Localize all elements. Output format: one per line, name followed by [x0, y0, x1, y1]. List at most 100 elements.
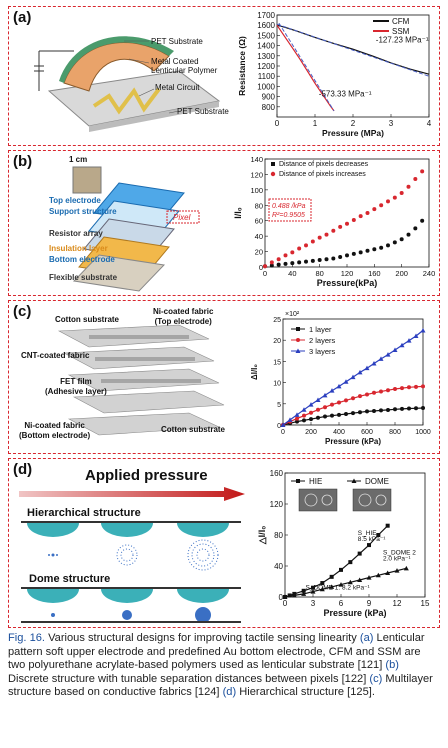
y-tick-label: 25: [273, 317, 281, 324]
illus-label: Ni-coated fabric (Top electrode): [153, 307, 214, 326]
y-axis-label: ΔI/I₀: [250, 364, 259, 380]
data-point: [297, 260, 302, 265]
data-point: [337, 412, 341, 417]
x-tick-label: 3: [311, 599, 316, 608]
data-point: [372, 409, 376, 414]
data-point: [344, 398, 348, 403]
data-point: [294, 412, 300, 417]
x-tick-label: 200: [395, 269, 408, 278]
applied-pressure-title: Applied pressure: [85, 467, 208, 484]
data-point: [392, 195, 397, 200]
data-point: [304, 259, 308, 264]
data-point: [406, 232, 411, 237]
data-point: [365, 211, 370, 215]
data-point: [295, 419, 299, 424]
caption-panel-c: (c): [369, 672, 383, 685]
panel-d-label: (d): [13, 461, 33, 478]
sensitivity-annotation: 8.5 kPa⁻¹: [358, 536, 386, 543]
inset-dome: [358, 493, 372, 507]
y-tick-label: 120: [270, 500, 284, 509]
data-point: [400, 386, 404, 391]
x-tick-label: 240: [423, 269, 436, 278]
panel-b-label: (b): [13, 153, 33, 170]
y-tick-label: 1000: [257, 82, 275, 91]
data-point: [348, 560, 353, 565]
data-point: [269, 260, 274, 265]
data-point: [301, 591, 307, 596]
legend-marker: [351, 478, 357, 483]
data-point: [371, 361, 377, 366]
data-point: [406, 184, 411, 189]
y-tick-label: 1300: [257, 52, 275, 61]
data-point: [358, 214, 363, 219]
data-point: [301, 407, 307, 412]
data-point: [407, 385, 411, 390]
data-point: [301, 588, 306, 593]
x-axis-label: Pressure(kPa): [317, 278, 378, 288]
data-point: [315, 397, 321, 402]
data-point: [343, 379, 349, 384]
y-tick-label: 160: [270, 469, 284, 478]
data-point: [282, 594, 288, 599]
panel-a-label: (a): [13, 9, 32, 26]
x-tick-label: 0: [275, 119, 280, 128]
fit-line: [278, 22, 335, 112]
x-tick-label: 1: [313, 119, 318, 128]
legend-marker: [295, 348, 301, 353]
data-point: [295, 416, 299, 421]
x-tick-label: 800: [389, 429, 401, 436]
data-point: [324, 257, 329, 262]
x-tick-label: 9: [367, 599, 372, 608]
illus-label: CNT-coated fabric: [21, 351, 90, 360]
x-tick-label: 80: [315, 269, 323, 278]
x-tick-label: 12: [393, 599, 402, 608]
data-point: [379, 389, 383, 394]
x-tick-label: 40: [288, 269, 296, 278]
data-point: [329, 388, 335, 393]
data-point: [320, 581, 325, 586]
data-point: [394, 568, 400, 573]
data-point: [309, 410, 313, 415]
data-point: [350, 374, 356, 380]
data-point: [344, 411, 348, 416]
data-point: [338, 224, 343, 229]
data-point: [392, 347, 398, 352]
x-tick-label: 120: [341, 269, 354, 278]
legend-marker: [296, 479, 300, 483]
x-axis-label: Pressure (kPa): [323, 608, 386, 618]
data-point: [420, 327, 426, 333]
y-tick-label: 40: [274, 562, 283, 571]
legend-label: 2 layers: [309, 336, 336, 345]
data-point: [351, 217, 356, 222]
x-tick-label: 0: [281, 429, 285, 436]
caption-text: Lenticular pattern soft upper electrode …: [8, 632, 425, 672]
inset-dome: [321, 494, 333, 506]
data-point: [375, 572, 381, 578]
data-point: [407, 406, 411, 411]
data-point: [308, 402, 314, 407]
x-tick-label: 1000: [415, 429, 431, 436]
data-point: [358, 410, 362, 415]
data-point: [304, 243, 308, 248]
data-point: [399, 190, 404, 195]
y-tick-label: 5: [277, 402, 281, 409]
legend-swatch: [270, 171, 276, 177]
data-point: [400, 406, 404, 411]
caption-text: Discrete structure with tunable separati…: [8, 672, 370, 685]
sensitivity-annotation: S_HIE: [358, 530, 377, 537]
data-point: [351, 396, 355, 401]
y-tick-label: 800: [262, 103, 276, 112]
data-point: [336, 383, 342, 389]
data-point: [351, 411, 355, 416]
x-tick-label: 4: [427, 119, 432, 128]
y-tick-label: 1200: [257, 62, 275, 71]
data-point: [338, 582, 344, 587]
illus-label: Resistor array: [49, 229, 103, 238]
fit-line: [276, 23, 430, 77]
illus-label: Support structure: [49, 207, 117, 216]
data-point: [385, 570, 391, 575]
data-point: [323, 414, 327, 419]
